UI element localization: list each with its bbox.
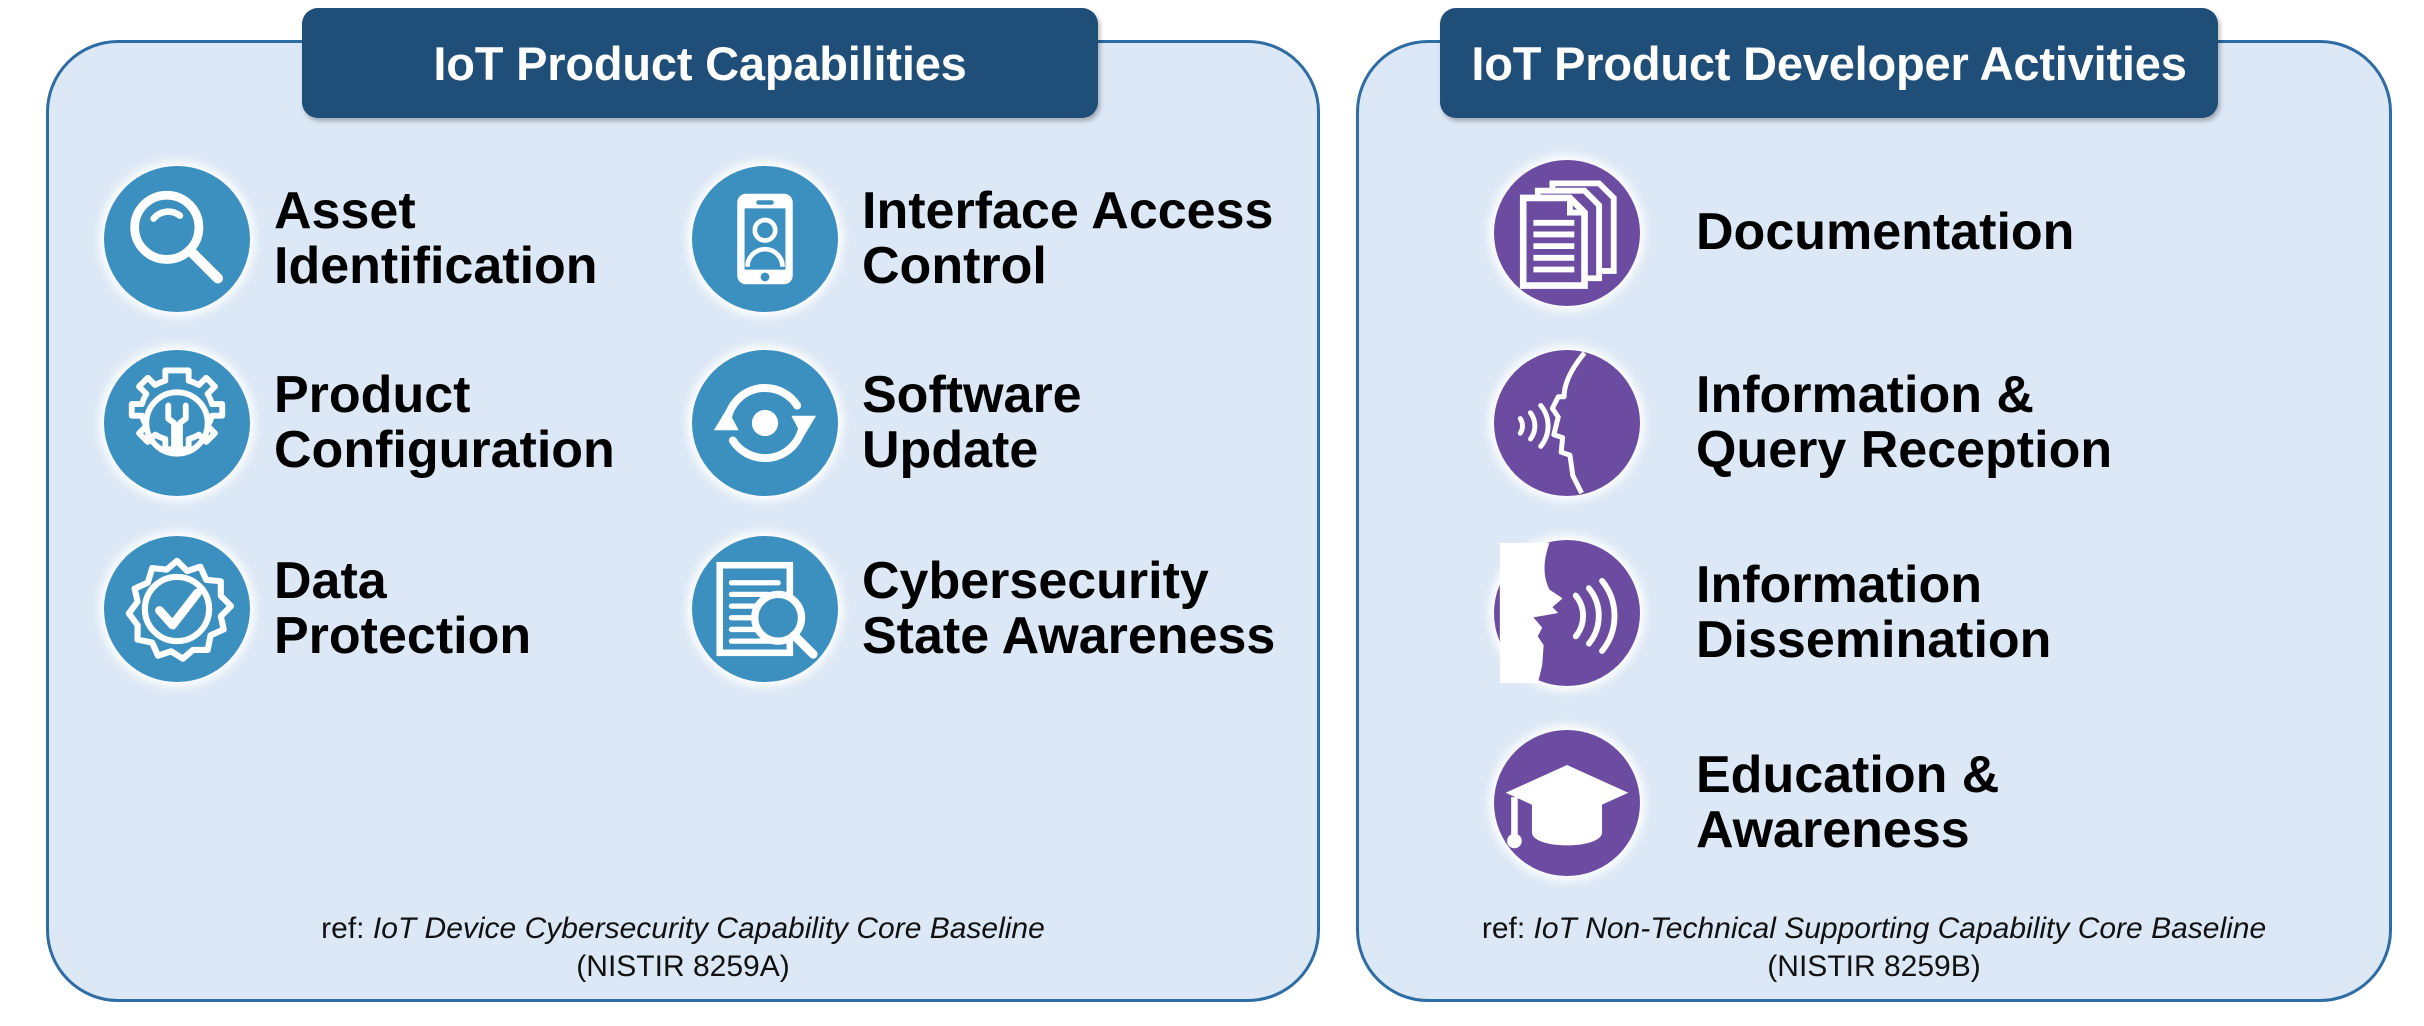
- activities-banner: IoT Product Developer Activities: [1440, 8, 2218, 118]
- capability-label: Interface Access Control: [862, 181, 1274, 295]
- activity-item-information-dissemination[interactable]: Information Dissemination: [1494, 540, 2051, 686]
- activity-item-education-awareness[interactable]: Education & Awareness: [1494, 730, 1999, 876]
- capability-label: Product Configuration: [274, 365, 615, 479]
- gear-wrench-icon: [104, 350, 250, 496]
- magnifier-icon: [104, 166, 250, 312]
- activity-label: Documentation: [1696, 203, 2075, 262]
- capability-item-product-configuration[interactable]: Product Configuration: [104, 350, 615, 496]
- documents-stack-icon: [1494, 160, 1640, 306]
- capability-item-software-update[interactable]: Software Update: [692, 350, 1082, 496]
- sync-arrows-icon: [692, 350, 838, 496]
- graduation-cap-icon: [1494, 730, 1640, 876]
- capability-label: Software Update: [862, 365, 1082, 479]
- capability-item-interface-access-control[interactable]: Interface Access Control: [692, 166, 1273, 312]
- activities-footnote: ref: IoT Non-Technical Supporting Capabi…: [1370, 910, 2378, 987]
- capability-item-data-protection[interactable]: Data Protection: [104, 536, 531, 682]
- activity-label: Information & Query Reception: [1696, 365, 2113, 479]
- activity-item-information-query-reception[interactable]: Information & Query Reception: [1494, 350, 2112, 496]
- activity-label: Information Dissemination: [1696, 555, 2052, 669]
- capability-label: Cybersecurity State Awareness: [862, 551, 1276, 665]
- footnote-reference: IoT Device Cybersecurity Capability Core…: [372, 912, 1045, 945]
- iot-product-capabilities-card: [46, 40, 1320, 1002]
- footnote-prefix: ref:: [321, 912, 373, 945]
- speaking-head-icon: [1494, 540, 1640, 686]
- badge-check-icon: [104, 536, 250, 682]
- listening-head-icon: [1494, 350, 1640, 496]
- capability-label: Asset Identification: [274, 181, 598, 295]
- activity-item-documentation[interactable]: Documentation: [1494, 160, 2074, 306]
- capabilities-banner-title: IoT Product Capabilities: [433, 36, 967, 90]
- capabilities-footnote-line2: (NISTIR 8259A): [576, 950, 790, 984]
- mobile-user-icon: [692, 166, 838, 312]
- document-magnifier-icon: [692, 536, 838, 682]
- activity-label: Education & Awareness: [1696, 745, 2000, 859]
- capability-label: Data Protection: [274, 551, 532, 665]
- capability-item-asset-identification[interactable]: Asset Identification: [104, 166, 598, 312]
- capabilities-banner: IoT Product Capabilities: [302, 8, 1098, 118]
- activities-footnote-line2: (NISTIR 8259B): [1767, 950, 1981, 984]
- capability-item-cybersecurity-state-awareness[interactable]: Cybersecurity State Awareness: [692, 536, 1275, 682]
- activities-footnote-line1: ref: IoT Non-Technical Supporting Capabi…: [1370, 910, 2378, 948]
- footnote-reference: IoT Non-Technical Supporting Capability …: [1533, 912, 2267, 945]
- footnote-prefix: ref:: [1481, 912, 1534, 945]
- capabilities-footnote: ref: IoT Device Cybersecurity Capability…: [60, 910, 1306, 987]
- capabilities-footnote-line1: ref: IoT Device Cybersecurity Capability…: [60, 910, 1306, 948]
- activities-banner-title: IoT Product Developer Activities: [1471, 36, 2187, 90]
